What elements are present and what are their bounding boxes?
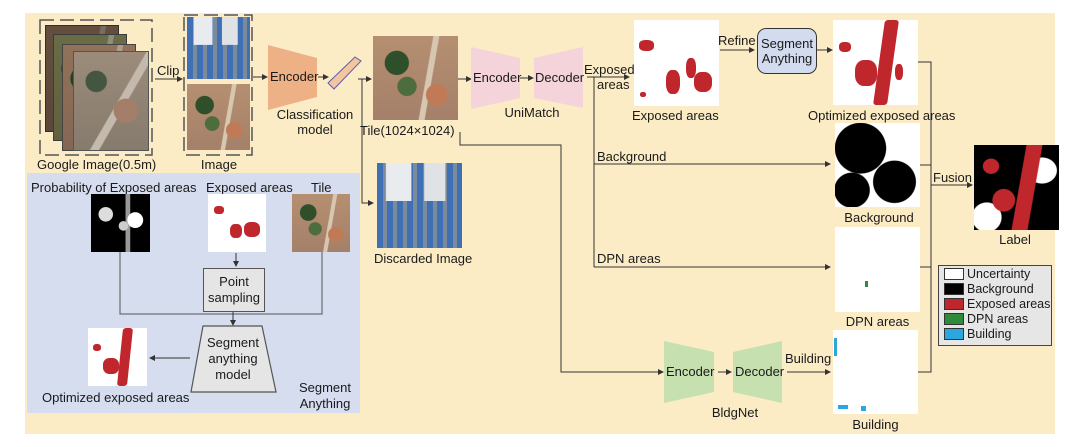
google-image-main [73, 51, 149, 151]
sam-model-line-3: model [215, 367, 251, 382]
dpn-arrow-label: DPN areas [597, 251, 661, 266]
classification-model-label-2: model [297, 122, 333, 137]
discarded-image-label: Discarded Image [374, 251, 473, 266]
sam-panel-title-line-1: Segment [298, 380, 352, 395]
sam-panel-title-line-2: Anything [299, 396, 351, 411]
legend-swatch [944, 327, 964, 340]
segment-anything-box-line-1: Segment [760, 36, 814, 51]
legend-label: Exposed areas [967, 296, 1051, 311]
sam-optimized-label: Optimized exposed areas [42, 390, 190, 405]
probability-label: Probability of Exposed areas [31, 180, 197, 195]
sam-model-line-2: anything [208, 351, 258, 366]
legend-label: Background [967, 281, 1034, 296]
fusion-label: Fusion [933, 170, 973, 185]
discarded-image [377, 163, 462, 248]
legend-item: Building [939, 326, 1051, 341]
classification-model-label-1: Classification [276, 107, 354, 122]
legend: Uncertainty Background Exposed areas DPN… [938, 265, 1052, 346]
google-image-label: Google Image(0.5m) [37, 157, 157, 172]
legend-item: DPN areas [939, 311, 1051, 326]
bldgnet-name: BldgNet [711, 405, 759, 420]
exposed-areas-mask [634, 20, 719, 106]
building-result-label: Building [852, 417, 899, 432]
sam-panel-title: Segment Anything [295, 380, 355, 412]
building-mask [833, 330, 918, 414]
tile-image [373, 36, 458, 120]
sam-tile-image [292, 194, 350, 252]
legend-label: Building [967, 326, 1012, 341]
optimized-exposed-mask [833, 20, 918, 105]
bldgnet-decoder-label: Decoder [735, 364, 785, 379]
legend-swatch [944, 267, 964, 280]
building-arrow-label: Building [785, 351, 832, 366]
point-sampling-line-1: Point [219, 274, 249, 289]
background-mask [835, 123, 920, 207]
unimatch-encoder-label: Encoder [473, 70, 522, 85]
sam-model-line-1: Segment [206, 335, 260, 350]
dpn-mask [835, 227, 920, 312]
unimatch-name: UniMatch [504, 105, 560, 120]
unimatch-decoder-label: Decoder [535, 70, 585, 85]
fused-label-image [974, 145, 1059, 230]
dpn-result-label: DPN areas [845, 314, 910, 329]
sam-exposed-mask [208, 194, 266, 252]
legend-label: DPN areas [967, 311, 1029, 326]
legend-label: Uncertainty [967, 266, 1031, 281]
legend-item: Uncertainty [939, 266, 1051, 281]
image-label: Image [200, 157, 238, 172]
sam-model-label: Segment anything model [203, 335, 263, 383]
segment-anything-box-line-2: Anything [761, 51, 813, 66]
clip-label: Clip [157, 63, 180, 78]
background-result-label: Background [844, 210, 914, 225]
optimized-exposed-label: Optimized exposed areas [808, 108, 956, 123]
sam-exposed-label: Exposed areas [206, 180, 293, 195]
refine-label: Refine [718, 33, 756, 48]
fused-label-caption: Label [999, 232, 1031, 247]
legend-swatch [944, 312, 964, 325]
classification-encoder-label: Encoder [270, 69, 319, 84]
sam-optimized-mask [88, 328, 147, 386]
legend-item: Exposed areas [939, 296, 1051, 311]
legend-item: Background [939, 281, 1051, 296]
bldgnet-encoder-label: Encoder [666, 364, 715, 379]
sam-tile-label: Tile [311, 180, 332, 195]
clipped-image-urban [187, 17, 250, 79]
background-arrow-label: Background [597, 149, 667, 164]
clipped-image-rural [187, 84, 250, 150]
tile-label: Tile(1024×1024) [360, 123, 455, 138]
exposed-areas-label: Exposed areas [632, 108, 719, 123]
exposed-output-label-2: areas [597, 77, 630, 92]
probability-map [91, 194, 150, 252]
legend-swatch [944, 282, 964, 295]
point-sampling-line-2: sampling [207, 290, 261, 305]
exposed-output-label-1: Exposed [584, 62, 635, 77]
legend-swatch [944, 297, 964, 310]
